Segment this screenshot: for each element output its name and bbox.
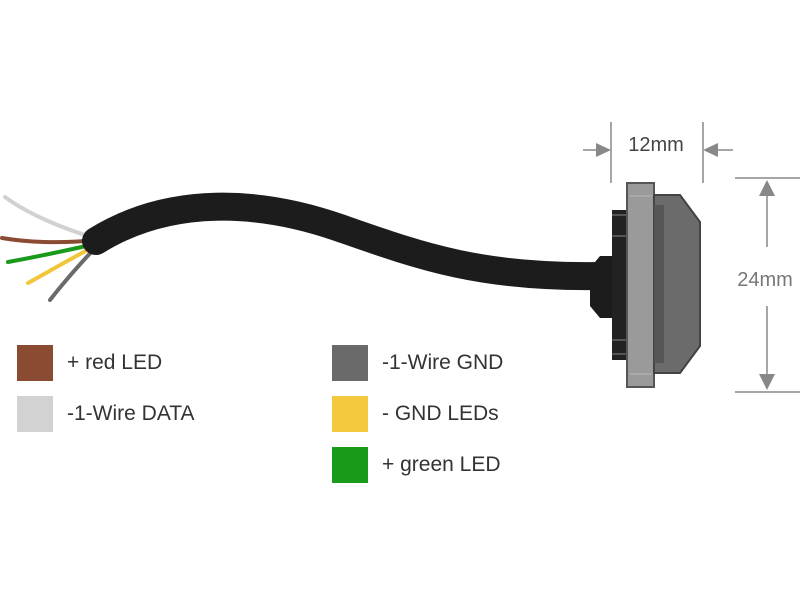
width-arrow-left	[596, 143, 611, 157]
green-swatch	[332, 447, 368, 483]
legend-label-wire-gnd: -1-Wire GND	[382, 351, 504, 374]
light-gray-swatch	[17, 396, 53, 432]
legend-green-led: + green LED	[332, 447, 501, 483]
width-arrow-right	[703, 143, 718, 157]
legend-wire-gnd: -1-Wire GND	[332, 345, 503, 381]
legend-gnd-leds: - GND LEDs	[332, 396, 499, 432]
legend-label-red-led: + red LED	[67, 351, 163, 374]
height-arrow-top	[759, 180, 775, 196]
red-led-wire-strand	[0, 236, 97, 245]
legend-label-green-led: + green LED	[382, 453, 501, 476]
wire-data-strand	[3, 195, 97, 240]
legend-wire-data: -1-Wire DATA	[17, 396, 195, 432]
height-dimension-label: 24mm	[737, 269, 793, 291]
gnd-wire-strand	[48, 246, 97, 302]
housing-dome	[653, 194, 701, 374]
legend-label-wire-data: -1-Wire DATA	[67, 402, 195, 425]
legend-red-led: + red LED	[17, 345, 162, 381]
cable	[82, 192, 614, 291]
red-swatch	[17, 345, 53, 381]
cable-gland	[590, 256, 618, 318]
legend-label-gnd-leds: - GND LEDs	[382, 402, 499, 425]
height-arrow-bottom	[759, 374, 775, 390]
yellow-swatch	[332, 396, 368, 432]
gland-thread	[612, 210, 628, 360]
dark-gray-swatch	[332, 345, 368, 381]
width-dimension-label: 12mm	[628, 134, 684, 156]
housing-ring	[626, 182, 655, 388]
